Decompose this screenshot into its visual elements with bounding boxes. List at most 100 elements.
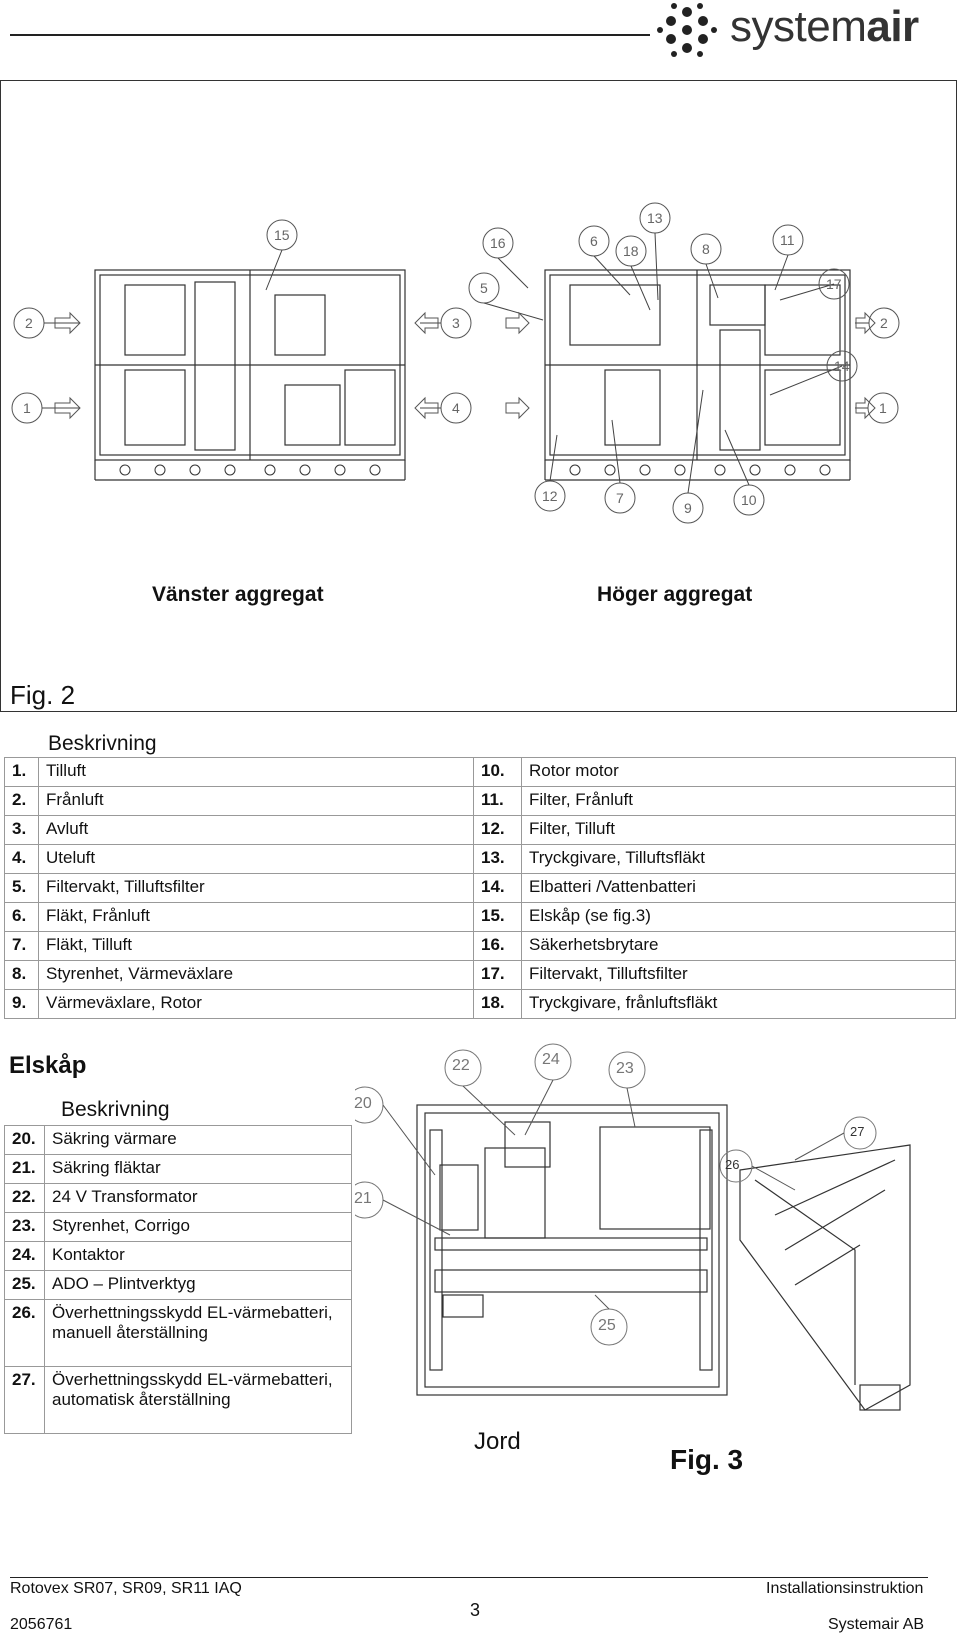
callout-4: 4	[452, 400, 460, 416]
item-label: Filtervakt, Tilluftsfilter	[38, 873, 474, 903]
item-label: Elskåp (se fig.3)	[521, 902, 956, 932]
callout-8: 8	[702, 241, 710, 257]
footer-rule	[10, 1577, 928, 1578]
callout-22: 22	[452, 1057, 470, 1074]
item-number: 25.	[4, 1270, 45, 1300]
item-label: Kontaktor	[44, 1241, 352, 1271]
item-number: 24.	[4, 1241, 45, 1271]
item-number: 1.	[4, 757, 39, 787]
item-label: 24 V Transformator	[44, 1183, 352, 1213]
item-number: 18.	[473, 989, 522, 1019]
callout-27: 27	[850, 1124, 865, 1139]
item-number: 6.	[4, 902, 39, 932]
brand-wordmark: systemair	[730, 2, 919, 52]
label-left-unit: Vänster aggregat	[152, 583, 324, 606]
footer-product: Rotovex SR07, SR09, SR11 IAQ	[10, 1580, 242, 1597]
callout-21: 21	[354, 1190, 372, 1207]
fig-3-label: Fig. 3	[670, 1444, 744, 1475]
callout-1-right: 1	[879, 400, 887, 416]
item-label: Rotor motor	[521, 757, 956, 787]
callout-25: 25	[598, 1317, 616, 1334]
callout-16: 16	[490, 235, 506, 251]
callout-5: 5	[480, 280, 488, 296]
item-number: 3.	[4, 815, 39, 845]
item-number: 11.	[473, 786, 522, 816]
figure-2-frame	[0, 80, 957, 712]
systemair-logo-icon	[657, 3, 717, 57]
footer-doc-type: Installationsinstruktion	[766, 1580, 924, 1597]
callout-2-right: 2	[880, 315, 888, 331]
item-label: Värmeväxlare, Rotor	[38, 989, 474, 1019]
item-number: 20.	[4, 1125, 45, 1155]
item-number: 16.	[473, 931, 522, 961]
callout-18: 18	[623, 243, 639, 259]
item-label: Elbatteri /Vattenbatteri	[521, 873, 956, 903]
item-label: Tryckgivare, Tilluftsfläkt	[521, 844, 956, 874]
table-header: Beskrivning	[48, 732, 157, 755]
item-label: Uteluft	[38, 844, 474, 874]
table-row: 24.Kontaktor	[4, 1241, 352, 1271]
callout-20: 20	[354, 1095, 372, 1112]
item-number: 13.	[473, 844, 522, 874]
item-label: Styrenhet, Värmeväxlare	[38, 960, 474, 990]
jord-label: Jord	[474, 1428, 521, 1455]
item-label: Tryckgivare, frånluftsfläkt	[521, 989, 956, 1019]
callout-23: 23	[616, 1060, 634, 1077]
electrical-cabinet-drawing	[355, 1043, 911, 1411]
callout-14: 14	[834, 358, 850, 374]
table-row: 23.Styrenhet, Corrigo	[4, 1212, 352, 1242]
table-row: 21.Säkring fläktar	[4, 1154, 352, 1184]
item-number: 12.	[473, 815, 522, 845]
item-number: 2.	[4, 786, 39, 816]
item-label: Avluft	[38, 815, 474, 845]
callout-12: 12	[542, 488, 558, 504]
item-number: 26.	[4, 1299, 45, 1367]
callout-15: 15	[274, 227, 290, 243]
item-label: Tilluft	[38, 757, 474, 787]
item-number: 7.	[4, 931, 39, 961]
page-number: 3	[470, 1600, 481, 1620]
item-label: Filtervakt, Tilluftsfilter	[521, 960, 956, 990]
callout-1-left: 1	[23, 400, 31, 416]
label-right-unit: Höger aggregat	[597, 583, 753, 606]
brand-bold: air	[866, 2, 919, 51]
footer-doc-number: 2056761	[10, 1616, 73, 1633]
item-number: 8.	[4, 960, 39, 990]
callout-3: 3	[452, 315, 460, 331]
callout-9: 9	[684, 500, 692, 516]
item-label: Styrenhet, Corrigo	[44, 1212, 352, 1242]
item-label: ADO – Plintverktyg	[44, 1270, 352, 1300]
callout-10: 10	[741, 492, 757, 508]
item-label: Säkring värmare	[44, 1125, 352, 1155]
item-label: Säkring fläktar	[44, 1154, 352, 1184]
callout-2-left: 2	[25, 315, 33, 331]
item-label: Fläkt, Frånluft	[38, 902, 474, 932]
item-label: Fläkt, Tilluft	[38, 931, 474, 961]
item-number: 27.	[4, 1366, 45, 1434]
footer-company: Systemair AB	[828, 1616, 925, 1633]
item-label: Säkerhetsbrytare	[521, 931, 956, 961]
item-number: 4.	[4, 844, 39, 874]
item-number: 17.	[473, 960, 522, 990]
callout-17: 17	[826, 276, 842, 292]
table-row: 22.24 V Transformator	[4, 1183, 352, 1213]
item-number: 9.	[4, 989, 39, 1019]
brand-light: system	[730, 2, 867, 51]
callout-7: 7	[616, 490, 624, 506]
item-label: Överhettningsskydd EL-värmebatteri, auto…	[44, 1366, 352, 1434]
elskap-title: Elskåp	[9, 1052, 87, 1079]
callout-26: 26	[725, 1157, 740, 1172]
item-number: 14.	[473, 873, 522, 903]
callout-6: 6	[590, 233, 598, 249]
callout-11: 11	[780, 232, 795, 248]
fig-2-label: Fig. 2	[10, 680, 76, 710]
item-label: Filter, Tilluft	[521, 815, 956, 845]
